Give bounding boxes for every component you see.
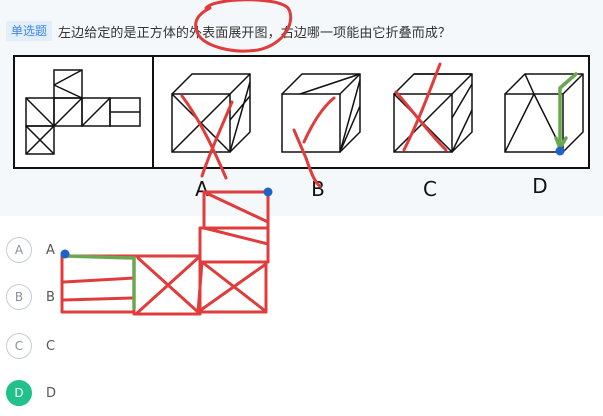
choice-c-circle[interactable]: C	[6, 333, 32, 359]
choice-c[interactable]: C C	[6, 332, 55, 360]
choice-a-text[interactable]: A	[46, 242, 55, 258]
annotation-green-net	[64, 254, 136, 310]
question-type-badge: 单选题	[6, 21, 53, 41]
question-panel: 单选题 左边给定的是正方体的外表面展开图，右边哪一项能由它折叠而成？	[6, 21, 590, 201]
choice-a-circle[interactable]: A	[6, 237, 32, 263]
annotation-dot-net-left	[60, 249, 70, 259]
choice-b-text[interactable]: B	[46, 289, 55, 305]
choice-b[interactable]: B B	[6, 283, 55, 311]
question-figure: A B C D	[13, 55, 590, 201]
figure-label-a: A	[195, 177, 209, 201]
figure-frame	[13, 55, 590, 169]
choice-c-text[interactable]: C	[46, 338, 56, 354]
figure-label-b: B	[311, 177, 325, 201]
choice-d[interactable]: D D	[6, 379, 56, 407]
figure-label-c: C	[423, 177, 437, 201]
choice-b-circle[interactable]: B	[6, 284, 32, 310]
figure-label-d: D	[532, 174, 547, 198]
choice-a[interactable]: A A	[6, 236, 55, 264]
choice-d-circle[interactable]: D	[6, 380, 32, 406]
choice-d-text[interactable]: D	[46, 385, 57, 401]
cube-net	[25, 69, 141, 155]
